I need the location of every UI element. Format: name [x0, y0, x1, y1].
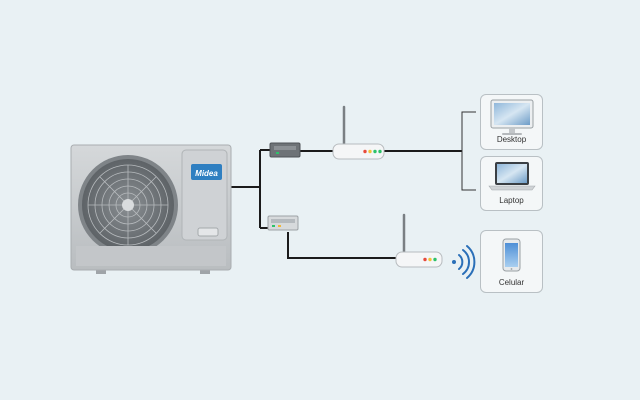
desktop-label: Desktop [496, 135, 527, 144]
router-bottom [395, 213, 443, 268]
router-top [332, 105, 385, 160]
connection-lines [231, 149, 462, 259]
line-gateway-to-router-bottom [287, 232, 396, 259]
fan-grille [78, 155, 178, 255]
phone-label: Celular [498, 278, 525, 287]
device-bracket [461, 111, 476, 191]
laptop-label: Laptop [499, 196, 524, 205]
phone-card: Celular [480, 230, 543, 293]
outdoor-unit: Midea [70, 144, 232, 274]
laptop-card: Laptop [480, 156, 543, 211]
wifi-signal-icon [452, 245, 476, 279]
gateway-module-bottom [267, 215, 299, 231]
gateway-module-top [269, 142, 301, 158]
midea-logo [191, 164, 222, 180]
desktop-card: Desktop [480, 94, 543, 150]
brand-logo-text: Midea [195, 169, 218, 178]
